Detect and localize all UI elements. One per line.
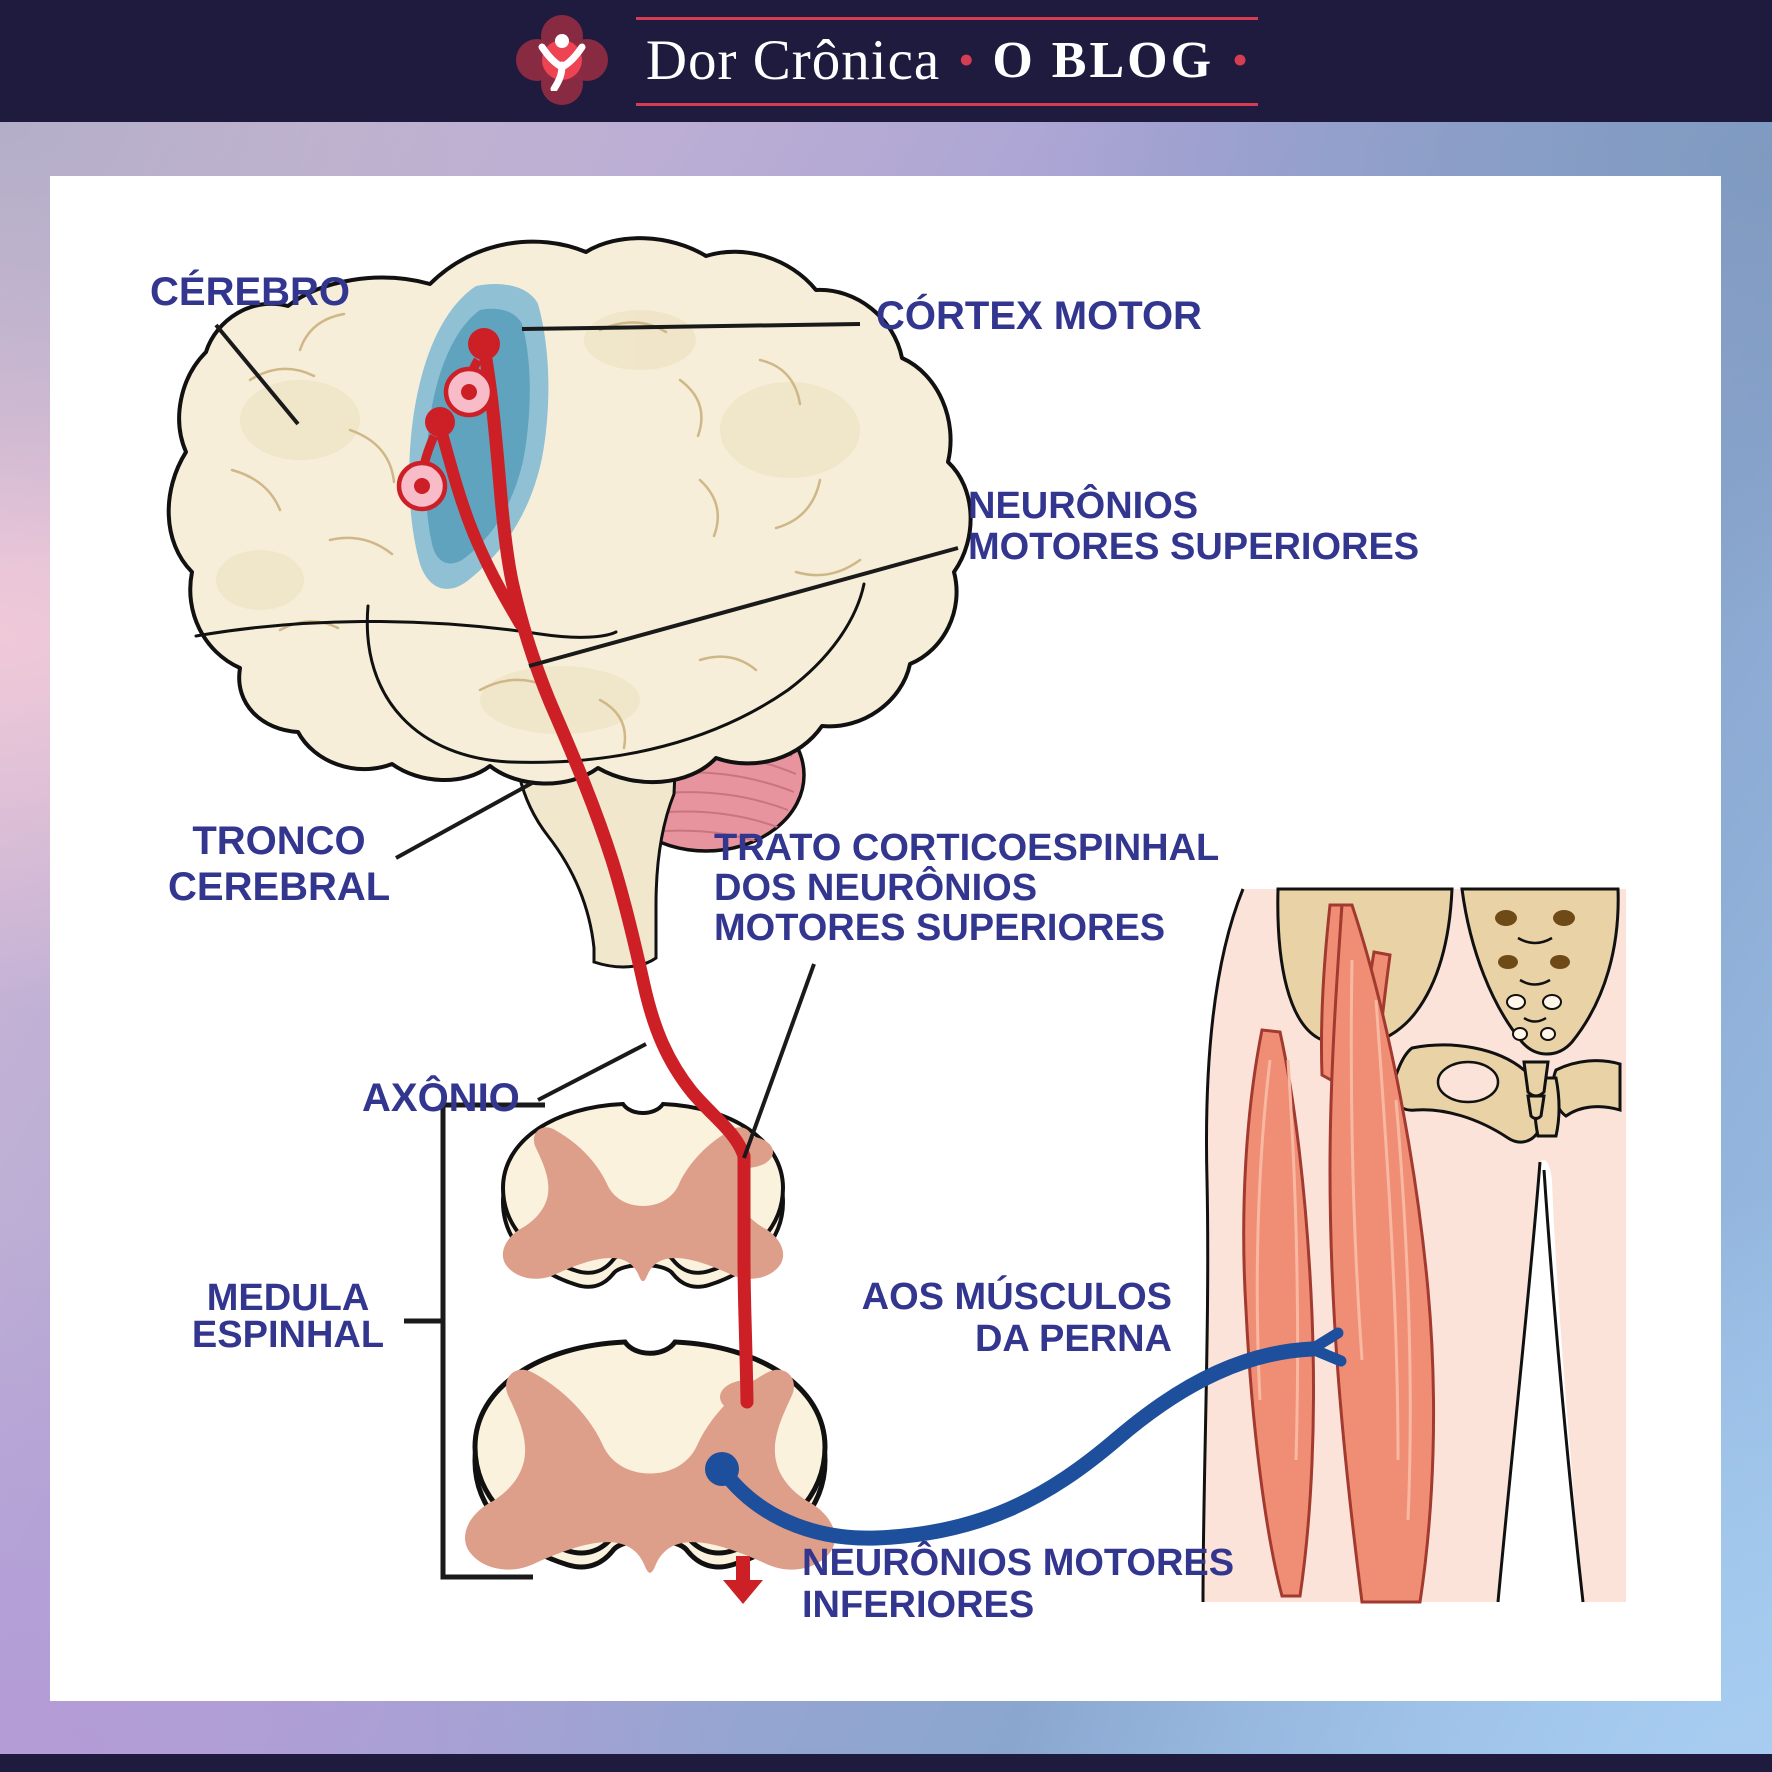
blog-word: O BLOG [992, 31, 1215, 89]
label-line: CEREBRAL [168, 865, 391, 909]
dot-trailing: • [1232, 34, 1249, 85]
label-line: AOS MÚSCULOS [861, 1276, 1172, 1318]
footer-bar [0, 1754, 1772, 1772]
label-line: MOTORES SUPERIORES [968, 526, 1420, 568]
person-icon [538, 34, 586, 91]
label-neuronios-inferiores: NEURÔNIOS MOTORES INFERIORES [802, 1542, 1234, 1626]
blog-header: Dor Crônica • O BLOG • [0, 0, 1772, 122]
label-line: INFERIORES [802, 1584, 1035, 1626]
label-trato-corticoespinhal: TRATO CORTICOESPINHAL DOS NEURÔNIOS MOTO… [714, 828, 1219, 948]
label-line: MEDULA [206, 1277, 370, 1319]
label-medula-espinhal: MEDULA ESPINHAL [182, 1277, 394, 1356]
label-cerebro: CÉREBRO [150, 270, 351, 314]
label-aos-musculos: AOS MÚSCULOS DA PERNA [850, 1276, 1172, 1360]
label-line: MOTORES SUPERIORES [714, 907, 1166, 949]
label-neuronios-superiores: NEURÔNIOS MOTORES SUPERIORES [968, 486, 1419, 568]
label-tronco-cerebral: TRONCO CEREBRAL [168, 818, 390, 910]
label-line: TRONCO [192, 819, 366, 863]
blog-title[interactable]: Dor Crônica • O BLOG • [635, 16, 1259, 106]
brand-name: Dor Crônica [645, 28, 941, 92]
label-axonio: AXÔNIO [362, 1076, 520, 1120]
label-cortex-motor: CÓRTEX MOTOR [876, 294, 1202, 338]
label-line: NEURÔNIOS [968, 485, 1199, 527]
label-line: DA PERNA [974, 1318, 1172, 1360]
label-line: TRATO CORTICOESPINHAL [714, 827, 1220, 869]
label-line: ESPINHAL [191, 1314, 385, 1356]
label-line: NEURÔNIOS MOTORES [802, 1542, 1235, 1584]
label-line: DOS NEURÔNIOS [714, 867, 1038, 909]
brand-flower-icon[interactable] [514, 15, 610, 107]
dot-separator: • [958, 34, 975, 85]
